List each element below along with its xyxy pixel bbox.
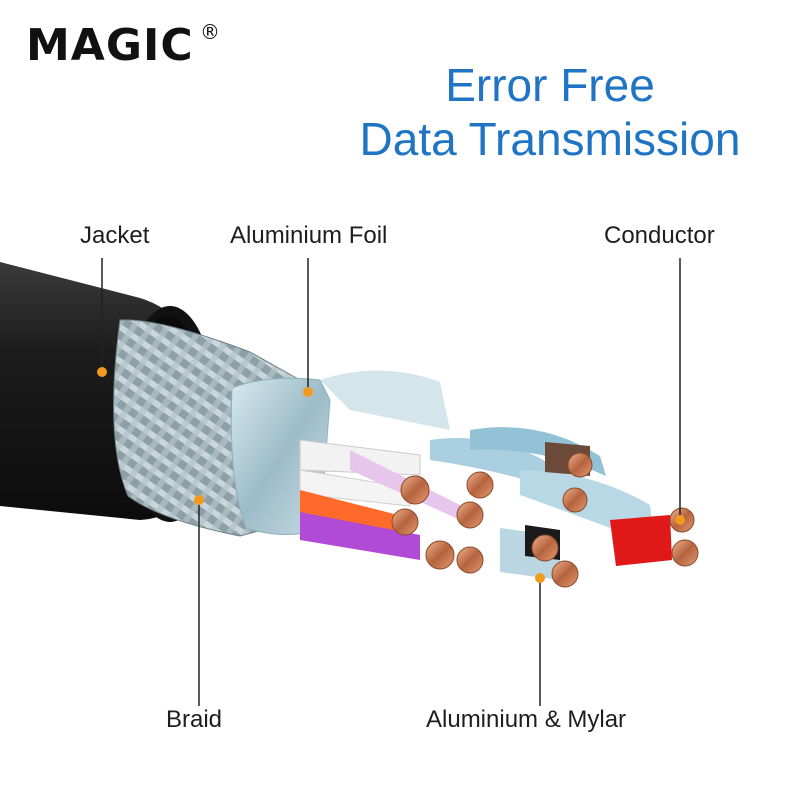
brand-logo: MAGIC ® <box>26 20 226 72</box>
braid-dot <box>194 495 204 505</box>
logo-text: MAGIC <box>26 20 194 71</box>
label-jacket: Jacket <box>80 222 150 249</box>
callout-dots <box>97 367 685 583</box>
copper-conductors <box>391 452 699 588</box>
label-aluminium-mylar: Aluminium & Mylar <box>426 706 627 733</box>
label-conductor: Conductor <box>604 222 715 249</box>
foil-dot <box>303 387 313 397</box>
jacket-dot <box>97 367 107 377</box>
inner-wires <box>299 427 672 580</box>
mylar-dot <box>535 573 545 583</box>
headline: Error Free Data Transmission <box>300 58 800 166</box>
label-aluminium-foil: Aluminium Foil <box>230 222 388 249</box>
registered-mark: ® <box>200 20 220 44</box>
callout-lines <box>101 258 681 706</box>
headline-line-2: Data Transmission <box>359 113 741 165</box>
headline-line-1: Error Free <box>445 59 655 111</box>
conductor-dot <box>675 515 685 525</box>
label-braid: Braid <box>166 706 223 733</box>
